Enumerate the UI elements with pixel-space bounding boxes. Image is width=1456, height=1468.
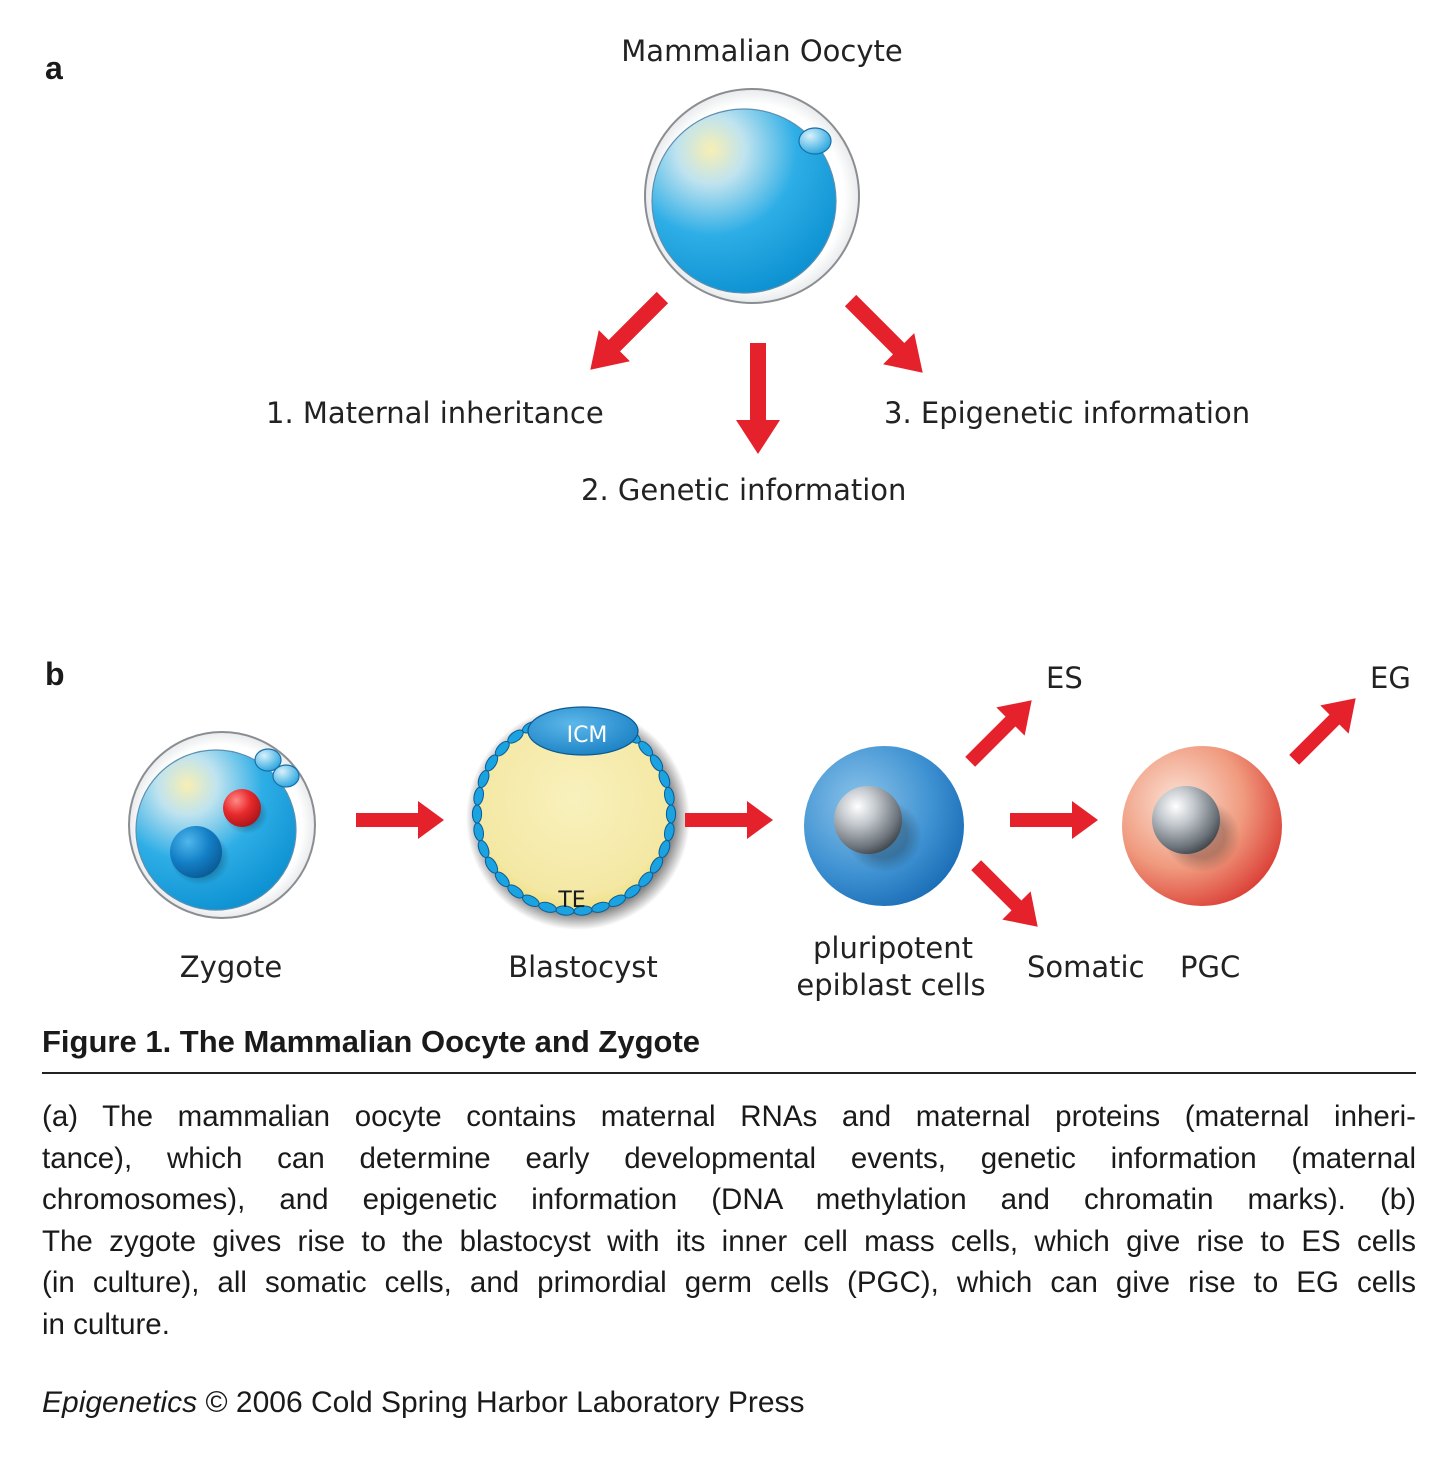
- diagram-graphics: ICM TE: [128, 88, 1356, 930]
- epiblast-cell: [804, 746, 964, 906]
- caption-line: chromosomes), and epigenetic information…: [42, 1183, 1416, 1216]
- panel-a-letter: a: [45, 50, 63, 86]
- trophectoderm-cell: [663, 786, 675, 806]
- figure-title: Figure 1. The Mammalian Oocyte and Zygot…: [42, 1024, 701, 1059]
- credit-copyright: © 2006 Cold Spring Harbor Laboratory Pre…: [197, 1386, 805, 1419]
- mammalian-oocyte: [644, 88, 860, 304]
- label-eg: EG: [1370, 661, 1411, 695]
- blastocyst-cell: [466, 706, 690, 930]
- credit-book-title: Epigenetics: [42, 1386, 198, 1419]
- label-epigenetic-information: 3. Epigenetic information: [884, 396, 1251, 430]
- oocyte-title: Mammalian Oocyte: [621, 34, 903, 68]
- te-label: TE: [557, 888, 585, 913]
- title-divider: [42, 1072, 1416, 1074]
- label-blastocyst: Blastocyst: [508, 950, 658, 984]
- arrow-to-epigenetic: [844, 294, 923, 373]
- caption-line: tance), which can determine early develo…: [42, 1141, 1416, 1175]
- arrow-epiblast-to-pgc: [1010, 801, 1098, 839]
- trophectoderm-cell: [471, 804, 483, 824]
- maternal-pronucleus: [170, 826, 222, 878]
- arrow-zygote-to-blastocyst: [356, 801, 444, 839]
- arrow-to-es: [965, 700, 1032, 767]
- arrow-to-genetic: [736, 343, 780, 454]
- label-maternal-inheritance: 1. Maternal inheritance: [266, 396, 604, 430]
- label-pgc: PGC: [1180, 950, 1241, 984]
- paternal-pronucleus: [223, 789, 261, 827]
- polar-body-2: [272, 764, 300, 788]
- figure-caption: (a) The mammalian oocyte contains matern…: [42, 1096, 1416, 1345]
- label-epiblast-line1: pluripotent: [813, 931, 973, 965]
- arrow-to-eg: [1289, 698, 1356, 765]
- label-genetic-information: 2. Genetic information: [581, 473, 907, 507]
- pgc-nucleus: [1152, 786, 1220, 854]
- arrow-to-maternal: [590, 291, 669, 370]
- arrow-blastocyst-to-epiblast: [685, 801, 773, 839]
- caption-line: (in culture), all somatic cells, and pri…: [42, 1266, 1416, 1299]
- panel-a-arrows: [590, 291, 923, 454]
- inner-cell-mass: [527, 706, 639, 756]
- label-epiblast-line2: epiblast cells: [796, 968, 986, 1002]
- panel-b-letter: b: [45, 656, 65, 692]
- polar-body-1: [254, 748, 282, 772]
- icm-label: ICM: [567, 723, 608, 748]
- figure-credit: Epigenetics © 2006 Cold Spring Harbor La…: [42, 1386, 805, 1420]
- epiblast-nucleus: [834, 786, 902, 854]
- caption-line: (a) The mammalian oocyte contains matern…: [42, 1100, 1416, 1133]
- pgc-cell: [1122, 746, 1282, 906]
- caption-line: in culture.: [42, 1307, 170, 1341]
- caption-line: The zygote gives rise to the blastocyst …: [42, 1224, 1416, 1258]
- label-somatic: Somatic: [1027, 950, 1145, 984]
- label-zygote: Zygote: [179, 950, 283, 984]
- zygote-cell: [128, 731, 316, 919]
- trophectoderm-cell: [665, 804, 677, 824]
- polar-body: [798, 127, 832, 155]
- label-es: ES: [1046, 661, 1083, 695]
- panel-b-arrows: [356, 698, 1356, 927]
- arrow-to-somatic: [971, 860, 1038, 927]
